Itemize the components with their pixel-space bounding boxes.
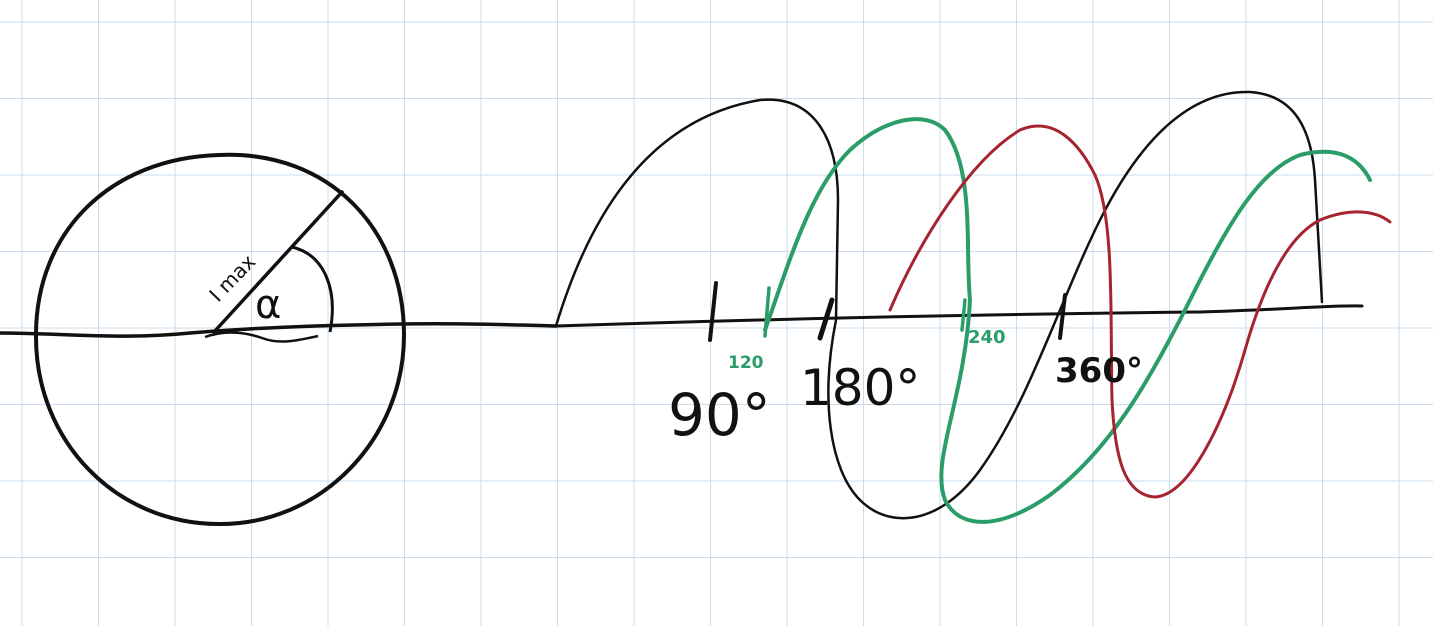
horizontal-axis-left [0,321,558,338]
horizontal-axis-right [554,304,1364,328]
angle-arc [291,245,334,333]
tick-label-180: 180° [800,359,920,417]
wave-phase-3 [888,124,1392,499]
base-scribble [204,331,319,343]
tick-180 [817,297,835,341]
tick-360 [1058,293,1067,340]
radius-label: I max [204,250,260,307]
tick-90 [708,281,718,342]
tick-240 [960,298,967,332]
tick-label-360: 360° [1055,351,1143,391]
wave-phase-2 [763,117,1372,524]
tick-label-90: 90° [668,381,771,449]
tick-label-120: 120 [728,353,764,373]
phasor-radius-line [212,190,344,334]
tick-label-240: 240 [968,327,1006,348]
wave-phase-1 [554,90,1324,520]
phasor-diagram: I max α [0,152,558,527]
phasor-circle [33,152,407,527]
angle-label: α [255,282,281,328]
tick-120 [763,286,771,338]
waveform-diagram: 90° 120 180° 240 360° [554,90,1392,524]
